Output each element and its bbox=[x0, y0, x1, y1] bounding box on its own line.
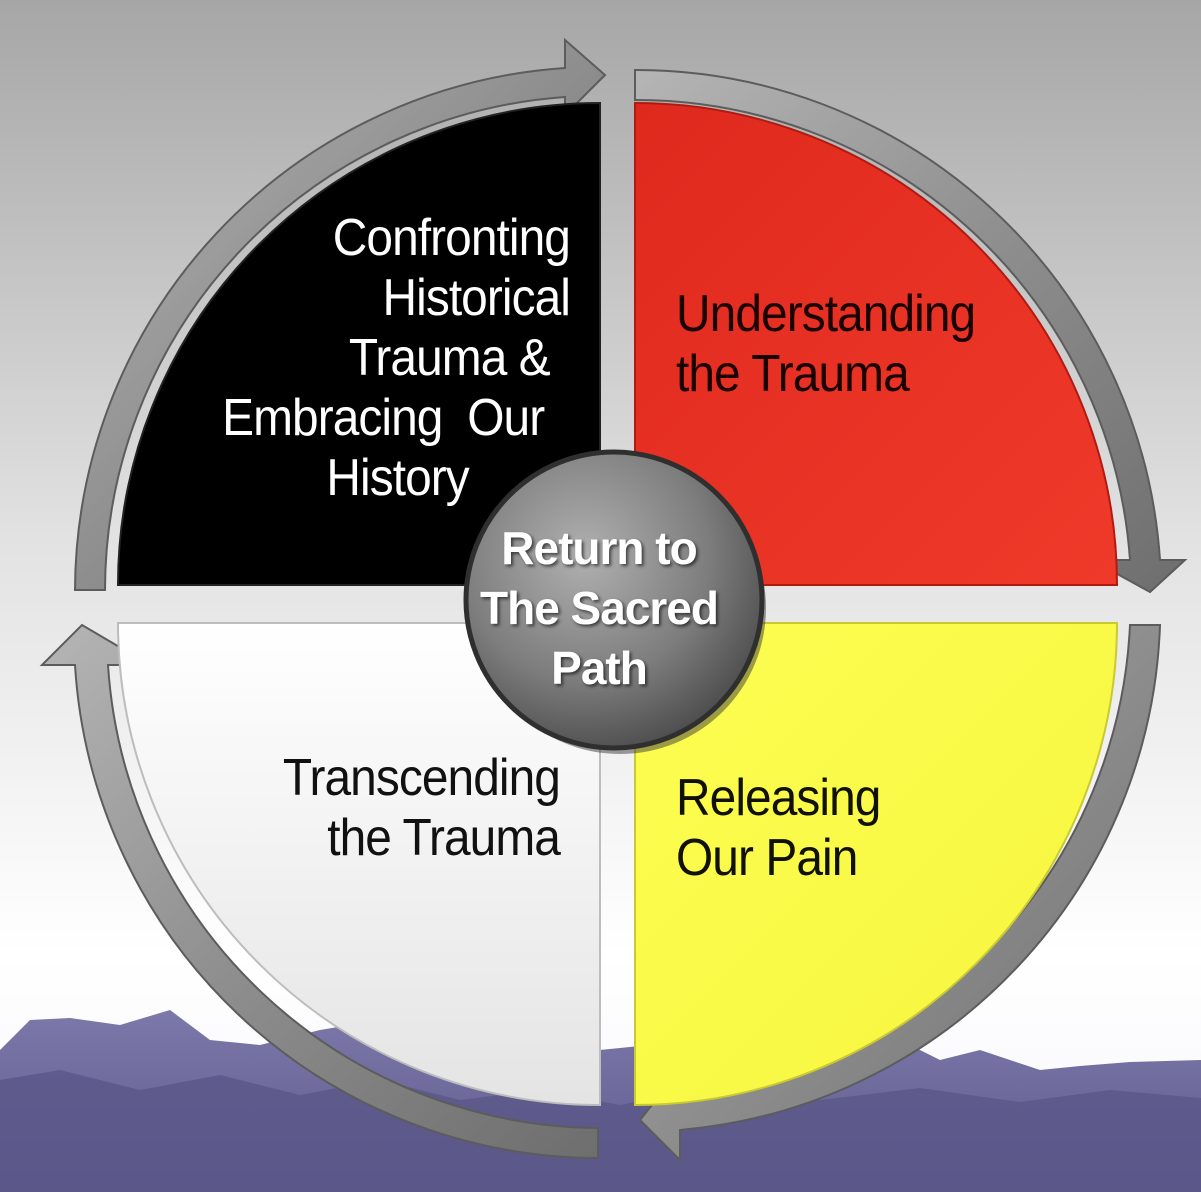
center-hub bbox=[463, 449, 765, 751]
quadrant-black bbox=[116, 101, 601, 586]
quadrant-red-label: Understanding the Trauma bbox=[676, 284, 1026, 404]
center-label-line: Return to bbox=[501, 522, 697, 574]
arrow-top-right bbox=[634, 68, 1188, 594]
center-label-line: The Sacred bbox=[480, 582, 719, 634]
quadrant-black-line: Trauma & bbox=[348, 329, 551, 387]
quadrant-red bbox=[634, 101, 1119, 586]
quadrant-white-line: the Trauma bbox=[327, 809, 561, 867]
quadrant-yellow bbox=[634, 622, 1119, 1107]
arrow-bottom-left bbox=[39, 623, 599, 1160]
arrow-top-left bbox=[73, 37, 607, 591]
quadrant-yellow-label: Releasing Our Pain bbox=[676, 768, 952, 888]
center-label: Return to The Sacred Path bbox=[470, 518, 728, 698]
quadrant-black-line: Confronting bbox=[332, 209, 571, 267]
quadrant-black-line: History bbox=[326, 449, 469, 507]
quadrant-yellow-line: Our Pain bbox=[676, 829, 858, 887]
arrow-bottom-right bbox=[638, 624, 1162, 1163]
quadrant-red-line: Understanding bbox=[676, 285, 976, 343]
quadrant-black-label: Confronting Historical Trauma & Embracin… bbox=[211, 208, 571, 508]
quadrant-yellow-line: Releasing bbox=[676, 769, 881, 827]
quadrant-white-label: Transcending the Trauma bbox=[192, 748, 561, 868]
center-label-line: Path bbox=[551, 642, 648, 694]
quadrant-white bbox=[116, 622, 601, 1107]
cycle-ring bbox=[39, 37, 1188, 1163]
quadrant-black-line: Embracing Our bbox=[222, 389, 545, 447]
mountains-far bbox=[0, 1070, 1201, 1192]
quadrant-white-line: Transcending bbox=[282, 749, 561, 807]
quadrant-black-line: Historical bbox=[382, 269, 570, 327]
quadrant-red-line: the Trauma bbox=[676, 345, 910, 403]
